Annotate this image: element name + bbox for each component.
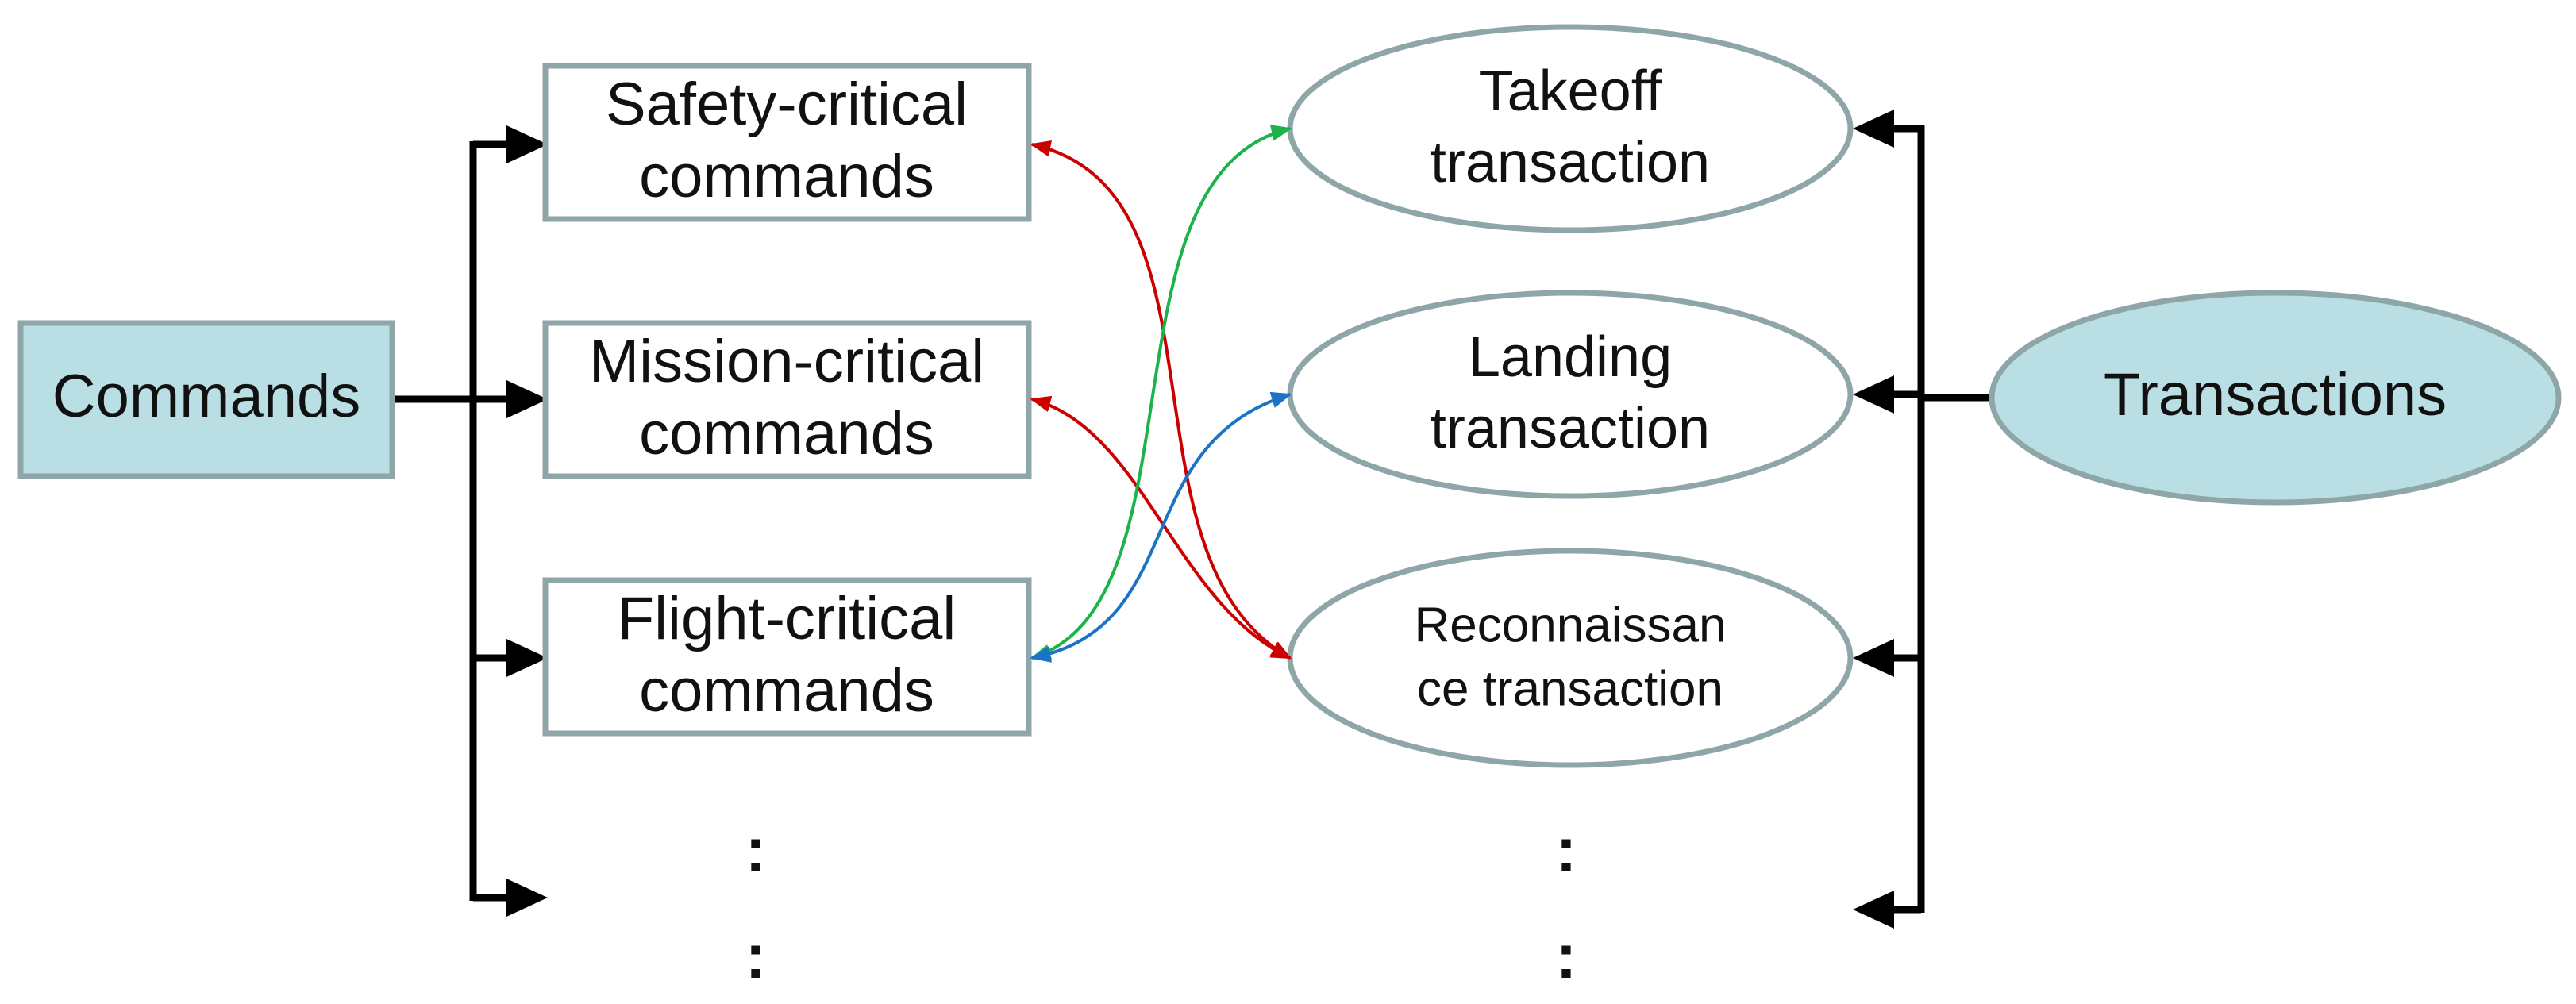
command-box-flight-line1: Flight-critical: [618, 585, 957, 652]
transactions-ellipsis-lower: :: [1556, 921, 1577, 991]
arrowhead-icon: [1853, 375, 1894, 414]
link-flight-takeoff: [1030, 125, 1292, 660]
command-box-safety-line2: commands: [639, 143, 934, 210]
commands-ellipsis-lower: :: [745, 921, 767, 991]
arrowhead-icon: [506, 639, 548, 677]
arrowhead-icon: [1853, 110, 1894, 148]
transaction-landing-line2: transaction: [1430, 397, 1710, 460]
command-box-safety: Safety-critical commands: [542, 63, 1032, 222]
command-box-flight: Flight-critical commands: [542, 577, 1032, 737]
link-flight-landing: [1030, 391, 1292, 663]
command-box-mission: Mission-critical commands: [542, 320, 1032, 479]
commands-ellipsis-upper: :: [745, 814, 767, 885]
transaction-ellipse-landing: Landing transaction: [1287, 290, 1854, 499]
arrowhead-icon: [506, 125, 548, 163]
transactions-root-node: Transactions: [1989, 290, 2562, 506]
commands-bracket-arrowheads: [506, 125, 548, 917]
arrowhead-icon: [506, 879, 548, 917]
transaction-takeoff-line2: transaction: [1430, 131, 1710, 194]
continuation-dots: : : : :: [745, 814, 1577, 991]
transaction-ellipse-takeoff: Takeoff transaction: [1287, 24, 1854, 233]
transactions-ellipsis-upper: :: [1556, 814, 1577, 885]
transactions-root-label: Transactions: [2104, 361, 2447, 429]
command-transaction-links: [1030, 125, 1292, 663]
transaction-ellipse-reconnaissance: Reconnaissan ce transaction: [1287, 548, 1854, 768]
command-box-flight-line2: commands: [639, 657, 934, 725]
arrowhead-icon: [1853, 639, 1894, 677]
command-box-mission-line1: Mission-critical: [589, 328, 984, 395]
arrowhead-icon: [506, 380, 548, 418]
transaction-reconnaissance-line1: Reconnaissan: [1415, 598, 1727, 652]
arrowhead-icon: [1853, 891, 1894, 929]
transactions-bracket-arrowheads: [1853, 110, 1894, 929]
transactions-bracket: [1889, 125, 1993, 914]
commands-root-label: Commands: [52, 363, 361, 430]
commands-root-node: Commands: [17, 320, 395, 479]
transaction-takeoff-line1: Takeoff: [1479, 60, 1663, 123]
transaction-reconnaissance-line2: ce transaction: [1417, 661, 1723, 716]
link-safety-reconnaissance: [1030, 140, 1292, 660]
commands-bracket: [392, 140, 508, 902]
command-box-safety-line1: Safety-critical: [606, 71, 968, 138]
transaction-landing-line1: Landing: [1469, 325, 1672, 389]
command-box-mission-line2: commands: [639, 400, 934, 467]
